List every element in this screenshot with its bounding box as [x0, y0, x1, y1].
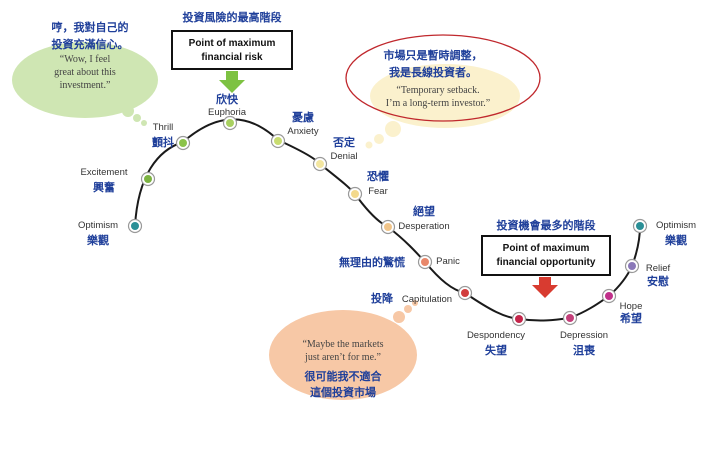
stage-english-label: Excitement	[81, 167, 128, 178]
stage-denial: 否定 Denial	[312, 135, 358, 172]
trough-opportunity-chinese-label: 投資機會最多的階段	[497, 218, 596, 232]
stage-excitement: Excitement 興奮	[81, 167, 156, 194]
stage-chinese-label: 恐懼	[367, 169, 389, 183]
stage-optimism-end: Optimism 樂觀	[632, 218, 696, 247]
green-bubble-quote-line-2: great about this	[54, 67, 116, 78]
stage-english-label: Desperation	[398, 221, 449, 232]
green-bubble-quote-line-1: “Wow, I feel	[60, 54, 111, 65]
stage-english-label: Fear	[368, 186, 388, 197]
green-bubble-quote-line-3: investment.”	[60, 80, 111, 91]
stage-chinese-label: 興奮	[93, 180, 116, 194]
green-bubble-chinese-line-2: 投資充滿信心。	[52, 37, 129, 51]
stage-english-label: Despondency	[467, 330, 525, 341]
yellow-bubble-quote-line-2: I’m a long-term investor.”	[386, 98, 490, 109]
stage-dot-fill	[628, 262, 636, 270]
max-opportunity-box-line-2: financial opportunity	[497, 257, 596, 268]
stage-english-label: Anxiety	[287, 126, 318, 137]
max-risk-box-line-2: financial risk	[201, 52, 263, 63]
stage-english-label: Thrill	[153, 122, 174, 133]
stage-chinese-label: 沮喪	[573, 343, 596, 357]
stage-chinese-label: 無理由的驚慌	[339, 255, 405, 269]
stage-chinese-label: 希望	[619, 311, 642, 325]
stage-dot-fill	[179, 139, 187, 147]
yellow-bubble-chinese-line-1: 市場只是暫時調整，	[384, 48, 483, 62]
yellow-bubble-chinese-line-2: 我是長線投資者。	[389, 65, 477, 79]
stage-english-label: Depression	[560, 330, 608, 341]
orange-bubble-quote-line-1: “Maybe the markets	[302, 339, 383, 350]
stage-depression: Depression 沮喪	[560, 310, 608, 357]
stage-dot-fill	[144, 175, 152, 183]
stage-dot-fill	[421, 258, 429, 266]
stage-fear: 恐懼 Fear	[347, 169, 389, 202]
stage-english-label: Capitulation	[402, 294, 452, 305]
stage-chinese-label: 安慰	[647, 274, 669, 288]
orange-thought-bubble: “Maybe the markets just aren’t for me.” …	[269, 300, 418, 400]
stage-desperation: 絕望 Desperation	[380, 204, 450, 235]
stage-dot-fill	[384, 223, 392, 231]
stage-dot-fill	[131, 222, 139, 230]
yellow-bubble-quote-line-1: “Temporary setback.	[396, 85, 479, 96]
stage-chinese-label: 失望	[485, 343, 507, 357]
orange-bubble-quote-line-2: just aren’t for me.”	[304, 352, 381, 363]
stage-optimism-start: Optimism 樂觀	[78, 218, 143, 247]
stage-dot-fill	[515, 315, 523, 323]
max-risk-box-line-1: Point of maximum	[189, 38, 276, 49]
stage-capitulation: 投降 Capitulation	[371, 285, 473, 305]
stage-chinese-label: 憂慮	[292, 110, 314, 124]
stage-dot-fill	[605, 292, 613, 300]
stage-thrill: Thrill 顫抖	[152, 122, 191, 151]
stage-dot-fill	[461, 289, 469, 297]
peak-risk-chinese-label: 投資風險的最高階段	[183, 10, 282, 24]
stage-english-label: Hope	[620, 301, 643, 312]
red-outline-ellipse	[345, 34, 541, 122]
stage-chinese-label: 絕望	[413, 204, 435, 218]
stage-dot-fill	[226, 119, 234, 127]
stage-panic: 無理由的驚慌 Panic	[339, 254, 460, 270]
stage-dot-fill	[636, 222, 644, 230]
stage-english-label: Denial	[331, 151, 358, 162]
stage-chinese-label: 顫抖	[152, 135, 174, 149]
stage-dot-fill	[274, 137, 282, 145]
stage-chinese-label: 樂觀	[86, 233, 109, 247]
red-down-arrow-icon	[532, 277, 558, 298]
stage-relief: Relief 安慰	[624, 258, 671, 288]
max-opportunity-box-line-1: Point of maximum	[503, 243, 590, 254]
green-bubble-chinese-line-1: 哼，我對自己的	[52, 20, 129, 34]
stage-english-label: Optimism	[78, 220, 118, 231]
stage-despondency: Despondency 失望	[467, 311, 527, 357]
stage-english-label: Euphoria	[208, 107, 247, 118]
stage-chinese-label: 否定	[332, 135, 355, 149]
green-thought-bubble: “Wow, I feel great about this investment…	[12, 42, 158, 126]
yellow-thought-bubble: 市場只是暫時調整， 我是長線投資者。 “Temporary setback. I…	[345, 34, 541, 149]
orange-bubble-chinese-line-1: 很可能我不適合	[304, 369, 383, 383]
green-down-arrow-icon	[219, 71, 245, 93]
stage-english-label: Optimism	[656, 220, 696, 231]
stage-chinese-label: 投降	[371, 291, 394, 305]
orange-bubble-chinese-line-2: 這個投資市場	[310, 385, 376, 399]
stage-dot-fill	[351, 190, 359, 198]
stage-english-label: Relief	[646, 263, 671, 274]
max-opportunity-box: Point of maximum financial opportunity	[481, 235, 611, 276]
max-risk-box: Point of maximum financial risk	[171, 30, 293, 70]
stage-chinese-label: 欣快	[216, 92, 239, 106]
stage-english-label: Panic	[436, 256, 460, 267]
stage-anxiety: 憂慮 Anxiety	[270, 110, 319, 149]
stage-euphoria: 欣快 Euphoria	[208, 92, 247, 131]
stage-hope: Hope 希望	[601, 288, 643, 325]
stage-dot-fill	[316, 160, 324, 168]
stage-dot-fill	[566, 314, 574, 322]
stage-chinese-label: 樂觀	[664, 233, 687, 247]
